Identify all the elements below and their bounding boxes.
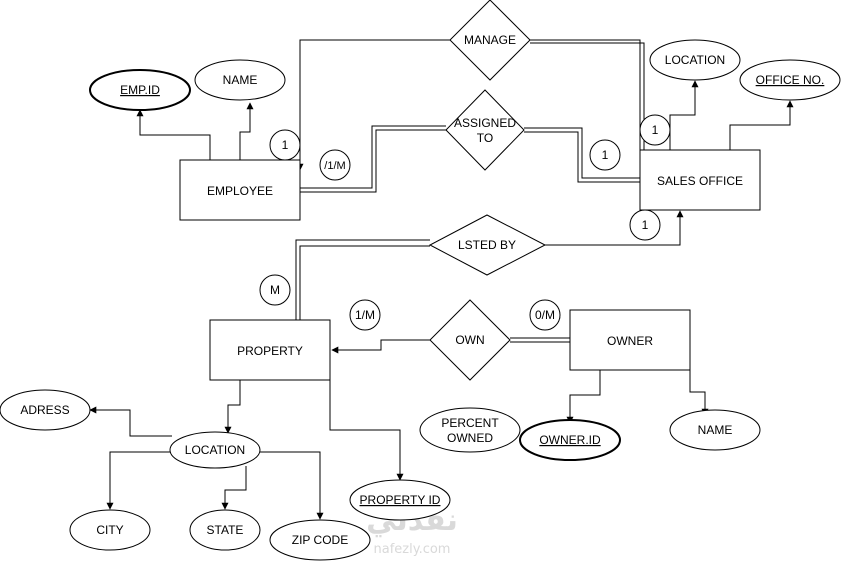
- attribute-city-label: CITY: [96, 523, 123, 537]
- attribute-owner-id-label: OWNER.ID: [539, 433, 601, 447]
- attribute-percent-owned[interactable]: PERCENT OWNED: [419, 407, 521, 453]
- relationship-listed-by[interactable]: LSTED BY: [428, 214, 547, 276]
- attribute-emp-name[interactable]: NAME: [194, 59, 286, 101]
- edge-location-city: [106, 451, 175, 510]
- attribute-owner-name[interactable]: NAME: [669, 409, 761, 451]
- attribute-zip-code-label: ZIP CODE: [292, 533, 348, 547]
- svg-text:1: 1: [642, 218, 649, 232]
- edge-office-officeno: [729, 100, 794, 150]
- attribute-owner-id[interactable]: OWNER.ID: [519, 419, 621, 461]
- relationship-listed-by-label: LSTED BY: [458, 238, 516, 252]
- cardinality-own-owner: 0/M: [529, 299, 561, 331]
- attribute-property-location-label: LOCATION: [185, 443, 245, 457]
- relationship-assigned-to-label-1: ASSIGNED: [454, 116, 516, 130]
- attribute-state[interactable]: STATE: [189, 509, 261, 551]
- cardinality-listed-office: 1: [629, 209, 661, 241]
- relationship-assigned-to[interactable]: ASSIGNED TO: [445, 89, 525, 171]
- relationship-assigned-to-label-2: TO: [477, 131, 493, 145]
- attribute-percent-owned-label-2: OWNED: [447, 431, 493, 445]
- attribute-zip-code[interactable]: ZIP CODE: [269, 519, 371, 561]
- entity-owner-label: OWNER: [607, 334, 653, 348]
- edge-location-zip: [258, 451, 324, 520]
- edge-location-state: [221, 466, 247, 510]
- attribute-city[interactable]: CITY: [69, 509, 151, 551]
- attribute-office-location[interactable]: LOCATION: [649, 39, 741, 81]
- entity-property-label: PROPERTY: [237, 344, 303, 358]
- relationship-manage[interactable]: MANAGE: [449, 0, 531, 81]
- svg-text:M: M: [270, 283, 280, 297]
- entity-sales-office[interactable]: SALES OFFICE: [639, 149, 761, 211]
- attribute-emp-id[interactable]: EMP.ID: [89, 69, 191, 111]
- edge-owner-ownerid: [566, 370, 601, 424]
- attribute-adress-label: ADRESS: [20, 403, 69, 417]
- attribute-property-id-label: PROPERTY ID: [360, 493, 441, 507]
- svg-text:1: 1: [652, 123, 659, 137]
- attribute-percent-owned-label-1: PERCENT: [441, 416, 499, 430]
- attribute-property-location[interactable]: LOCATION: [169, 431, 261, 469]
- edge-office-location: [669, 80, 699, 150]
- edge-owner-name: [689, 370, 709, 416]
- svg-text:/1/M: /1/M: [324, 160, 345, 172]
- relationship-own-label: OWN: [455, 333, 484, 347]
- svg-text:1: 1: [602, 148, 609, 162]
- attribute-office-location-label: LOCATION: [665, 53, 725, 67]
- edge-location-adress: [89, 406, 172, 437]
- cardinality-manage-employee: 1: [269, 129, 301, 161]
- cardinality-manage-office: 1: [639, 114, 671, 146]
- edge-property-id: [329, 380, 404, 481]
- entity-employee-label: EMPLOYEE: [207, 184, 273, 198]
- edge-listed-office: [545, 210, 684, 246]
- attribute-emp-id-label: EMP.ID: [120, 83, 160, 97]
- cardinality-assigned-employee: /1/M: [319, 149, 351, 181]
- edge-property-location: [224, 380, 241, 434]
- edge-manage-employee: [296, 39, 450, 171]
- cardinality-assigned-office: 1: [589, 139, 621, 171]
- svg-text:1: 1: [282, 138, 289, 152]
- entity-property[interactable]: PROPERTY: [209, 319, 331, 381]
- edge-employee-empid: [136, 109, 211, 160]
- cardinality-listed-property: M: [259, 274, 291, 306]
- watermark-latin: nafezly.com: [374, 542, 451, 557]
- attribute-office-no[interactable]: OFFICE NO.: [739, 59, 841, 101]
- attribute-office-no-label: OFFICE NO.: [756, 73, 825, 87]
- edge-employee-name: [239, 102, 254, 160]
- relationship-manage-label: MANAGE: [464, 33, 516, 47]
- edge-assigned-employee: [300, 125, 446, 193]
- attribute-emp-name-label: NAME: [223, 73, 258, 87]
- svg-text:1/M: 1/M: [355, 308, 375, 322]
- cardinality-own-property: 1/M: [349, 299, 381, 331]
- entity-employee[interactable]: EMPLOYEE: [179, 159, 301, 221]
- entity-sales-office-label: SALES OFFICE: [657, 174, 743, 188]
- attribute-owner-name-label: NAME: [698, 423, 733, 437]
- edge-listed-property: [295, 239, 430, 320]
- edge-manage-office: [530, 39, 645, 150]
- entity-owner[interactable]: OWNER: [569, 309, 691, 371]
- svg-text:0/M: 0/M: [535, 308, 555, 322]
- relationship-own[interactable]: OWN: [429, 299, 511, 381]
- edge-assigned-office: [524, 127, 640, 183]
- edge-own-property: [331, 339, 430, 354]
- attribute-adress[interactable]: ADRESS: [0, 389, 91, 431]
- attribute-property-id[interactable]: PROPERTY ID: [349, 479, 451, 521]
- attribute-state-label: STATE: [207, 523, 244, 537]
